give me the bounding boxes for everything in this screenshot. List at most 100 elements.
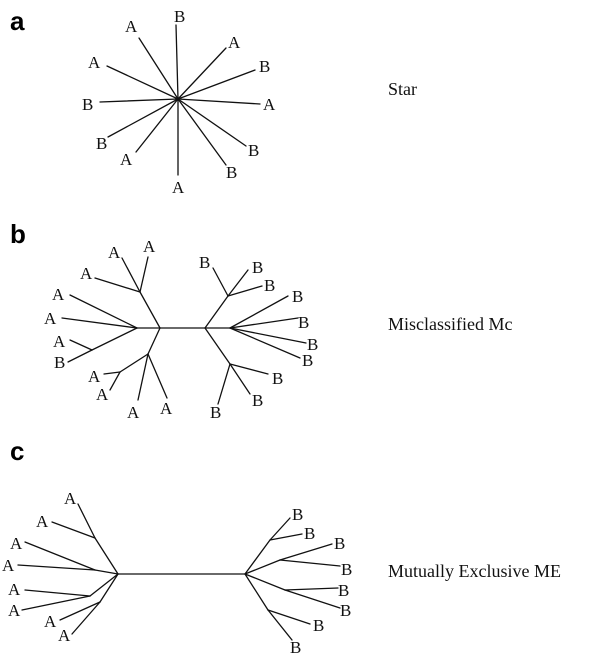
edge <box>21 595 91 611</box>
panel-b-leaf-labels: A A A A A A B A A A A B B B B B B B B B … <box>44 237 318 422</box>
leaf-label: A <box>88 53 101 72</box>
leaf-label: B <box>341 560 352 579</box>
leaf-label: A <box>263 95 276 114</box>
panel-b-edges <box>61 256 307 405</box>
edge <box>227 269 249 297</box>
leaf-label: B <box>292 505 303 524</box>
leaf-label: A <box>143 237 156 256</box>
edge <box>77 503 96 539</box>
leaf-label: A <box>160 399 173 418</box>
leaf-label: B <box>290 638 301 657</box>
panel-c-caption: Mutually Exclusive ME <box>388 561 561 581</box>
edge <box>139 256 149 293</box>
panel-b-letter: b <box>10 219 26 249</box>
edge <box>24 589 91 597</box>
edge <box>244 559 281 575</box>
edge <box>61 317 138 329</box>
edge <box>107 98 179 138</box>
edge <box>94 537 119 575</box>
edge <box>229 327 307 344</box>
leaf-label: B <box>340 601 351 620</box>
edge <box>94 277 141 293</box>
panel-a-leaf-labels: A B A B A B B A B A B A <box>82 7 276 197</box>
edge <box>137 353 149 401</box>
leaf-label: A <box>228 33 241 52</box>
leaf-label: A <box>8 580 21 599</box>
edge <box>106 65 179 100</box>
edge <box>67 349 93 363</box>
leaf-label: A <box>44 612 57 631</box>
leaf-label: A <box>108 243 121 262</box>
leaf-label: A <box>53 332 66 351</box>
edge <box>267 609 311 625</box>
edge <box>212 267 229 297</box>
edge <box>109 371 121 391</box>
edge <box>175 24 179 100</box>
edge <box>229 327 301 359</box>
leaf-label: B <box>54 353 65 372</box>
panel-a-star-tree: a Star A B A B A B B A B A B <box>10 6 417 197</box>
edge <box>204 295 229 329</box>
leaf-label: B <box>272 369 283 388</box>
edge <box>244 573 269 611</box>
edge <box>279 543 333 561</box>
edge <box>17 564 96 571</box>
leaf-label: B <box>252 258 263 277</box>
edge <box>284 587 339 591</box>
edge <box>69 339 93 351</box>
edge <box>177 98 247 147</box>
edge <box>69 294 138 329</box>
edge <box>177 69 256 100</box>
edge <box>24 541 96 571</box>
edge <box>147 353 168 399</box>
edge <box>284 589 341 609</box>
edge <box>229 363 251 395</box>
edge <box>71 601 101 635</box>
panel-a-caption: Star <box>388 79 417 99</box>
leaf-label: A <box>80 264 93 283</box>
edge <box>269 517 291 541</box>
leaf-label: A <box>64 489 77 508</box>
edge <box>244 539 271 575</box>
leaf-label: B <box>264 276 275 295</box>
edge <box>177 47 227 100</box>
panel-c-leaf-labels: A A A A A A A A B B B B B B B B <box>2 489 352 657</box>
edge <box>177 98 261 105</box>
leaf-label: A <box>88 367 101 386</box>
edge <box>59 601 101 621</box>
leaf-label: A <box>10 534 23 553</box>
leaf-label: A <box>96 385 109 404</box>
edge <box>99 573 119 603</box>
edge <box>89 573 119 597</box>
edge <box>103 371 121 375</box>
edge <box>121 257 141 293</box>
leaf-label: B <box>313 616 324 635</box>
edge <box>138 37 179 100</box>
leaf-label: A <box>52 285 65 304</box>
panel-c-mutually-exclusive-tree: c Mutually Exclusive ME <box>2 436 561 657</box>
leaf-label: A <box>127 403 140 422</box>
leaf-label: B <box>252 391 263 410</box>
leaf-label: A <box>2 556 15 575</box>
edge <box>217 363 231 405</box>
edge <box>51 521 96 539</box>
leaf-label: B <box>292 287 303 306</box>
edge <box>135 98 179 153</box>
edge <box>91 327 138 351</box>
leaf-label: A <box>36 512 49 531</box>
leaf-label: A <box>58 626 71 645</box>
leaf-label: B <box>82 95 93 114</box>
panel-b-caption: Misclassified Mc <box>388 314 512 334</box>
leaf-label: B <box>298 313 309 332</box>
leaf-label: B <box>334 534 345 553</box>
edge <box>244 573 286 591</box>
panel-b-misclassified-tree: b Misclassified Mc <box>10 219 512 422</box>
leaf-label: A <box>125 17 138 36</box>
edge <box>139 291 161 329</box>
panel-a-edges <box>99 24 261 176</box>
edge <box>147 327 161 355</box>
edge <box>99 98 179 103</box>
leaf-label: B <box>259 57 270 76</box>
edge <box>94 569 119 575</box>
